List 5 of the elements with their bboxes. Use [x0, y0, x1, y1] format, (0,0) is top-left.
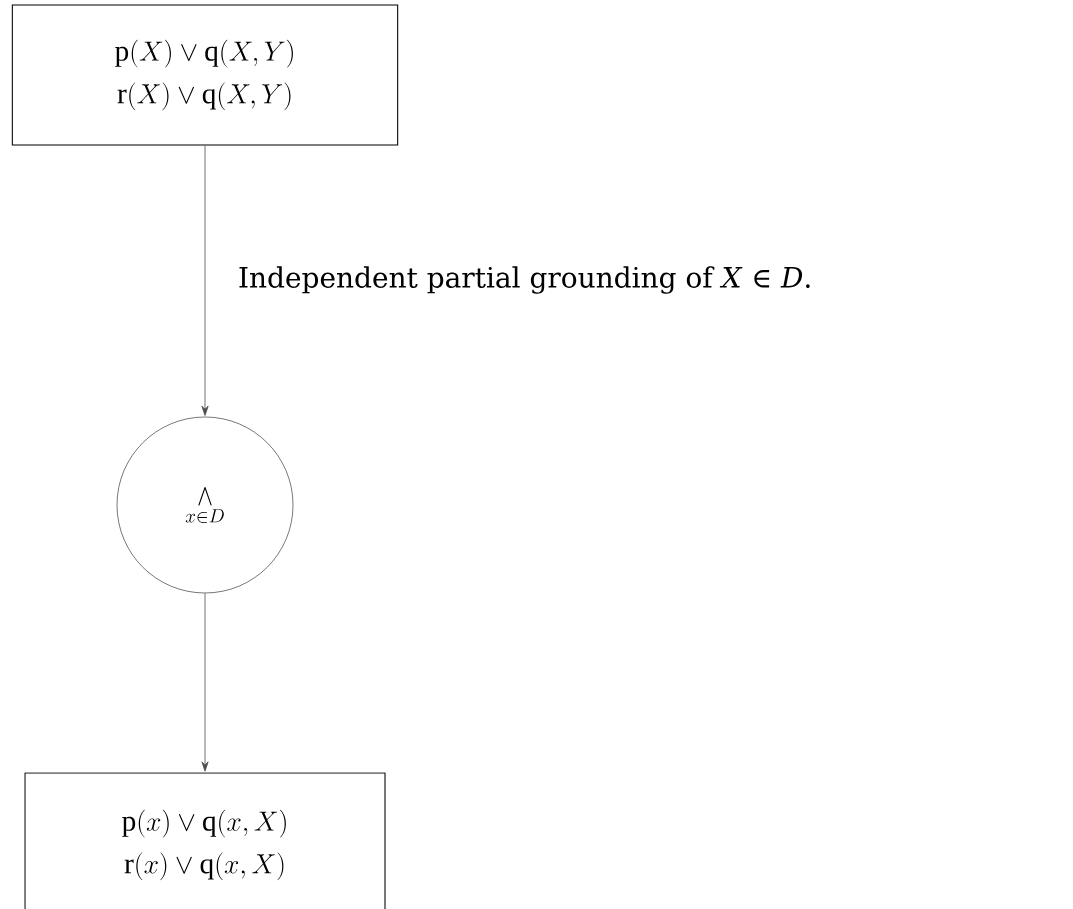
formula-box: $\mathrm{p}(X) \vee \mathrm{q}(X,Y)$ $\mathrm{r}(X) \vee \mathrm{q}(X,Y)$: [11, 4, 399, 146]
edge-label: Independent partial grounding of X ∈ D.: [235, 263, 815, 297]
arrow: [201, 145, 209, 416]
arrow: [201, 592, 209, 772]
formula-box: $\mathrm{p}(x) \vee \mathrm{q}(x,X)$ $\mathrm{r}(x) \vee \mathrm{q}(x,X)$: [24, 772, 386, 909]
